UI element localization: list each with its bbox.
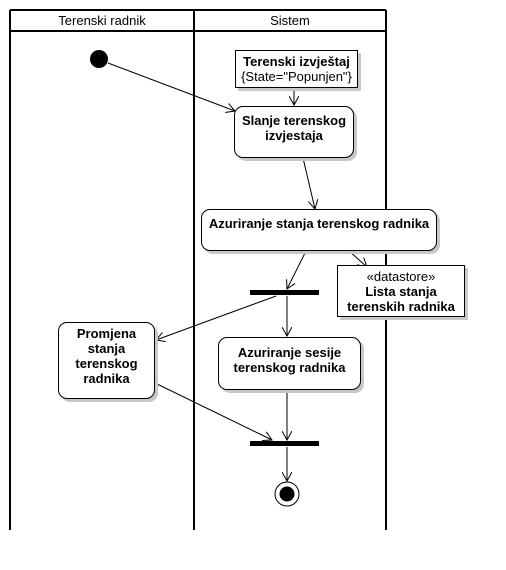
object-terenski-izvjestaj: Terenski izvještaj {State="Popunjen"} xyxy=(235,50,358,88)
datastore-name-line: Lista stanja xyxy=(365,284,437,299)
swimlane-frame xyxy=(9,9,387,530)
object-state: {State="Popunjen"} xyxy=(241,69,352,84)
action-line: Azuriranje stanja terenskog radnika xyxy=(208,216,430,231)
lane-title-terenski-radnik: Terenski radnik xyxy=(58,13,146,28)
action-slanje-izvjestaja: Slanje terenskog izvjestaja xyxy=(234,106,354,158)
action-line: radnika xyxy=(83,371,130,386)
action-azuriranje-sesije: Azuriranje sesije terenskog radnika xyxy=(218,337,361,390)
action-line: Promjena xyxy=(76,326,137,341)
flow-initial-to-send xyxy=(107,62,235,111)
action-line: stanja xyxy=(87,341,126,356)
final-node xyxy=(274,481,300,507)
action-line: Azuriranje sesije xyxy=(237,345,342,360)
action-line: Slanje terenskog xyxy=(241,113,347,128)
datastore-name-line: terenskih radnika xyxy=(347,299,455,314)
fork-bar xyxy=(250,290,319,295)
lane-title-sistem: Sistem xyxy=(270,13,310,28)
flow-update-state-to-datastore xyxy=(348,250,367,267)
action-line: terenskog xyxy=(75,356,138,371)
join-bar xyxy=(250,441,319,446)
action-line: terenskog radnika xyxy=(233,360,346,375)
datastore-stereotype: «datastore» xyxy=(366,269,436,284)
datastore-lista-stanja: «datastore» Lista stanja terenskih radni… xyxy=(337,265,465,317)
flow-change-state-to-join xyxy=(154,382,272,440)
initial-node xyxy=(90,50,108,68)
action-line: izvjestaja xyxy=(265,128,323,143)
flow-send-to-update-state xyxy=(302,157,315,209)
flow-update-state-to-fork xyxy=(287,250,307,289)
object-name: Terenski izvještaj xyxy=(243,54,350,69)
action-azuriranje-stanja: Azuriranje stanja terenskog radnika xyxy=(201,209,437,251)
action-promjena-stanja: Promjena stanja terenskog radnika xyxy=(58,322,155,399)
flow-fork-to-change-state xyxy=(156,295,277,340)
